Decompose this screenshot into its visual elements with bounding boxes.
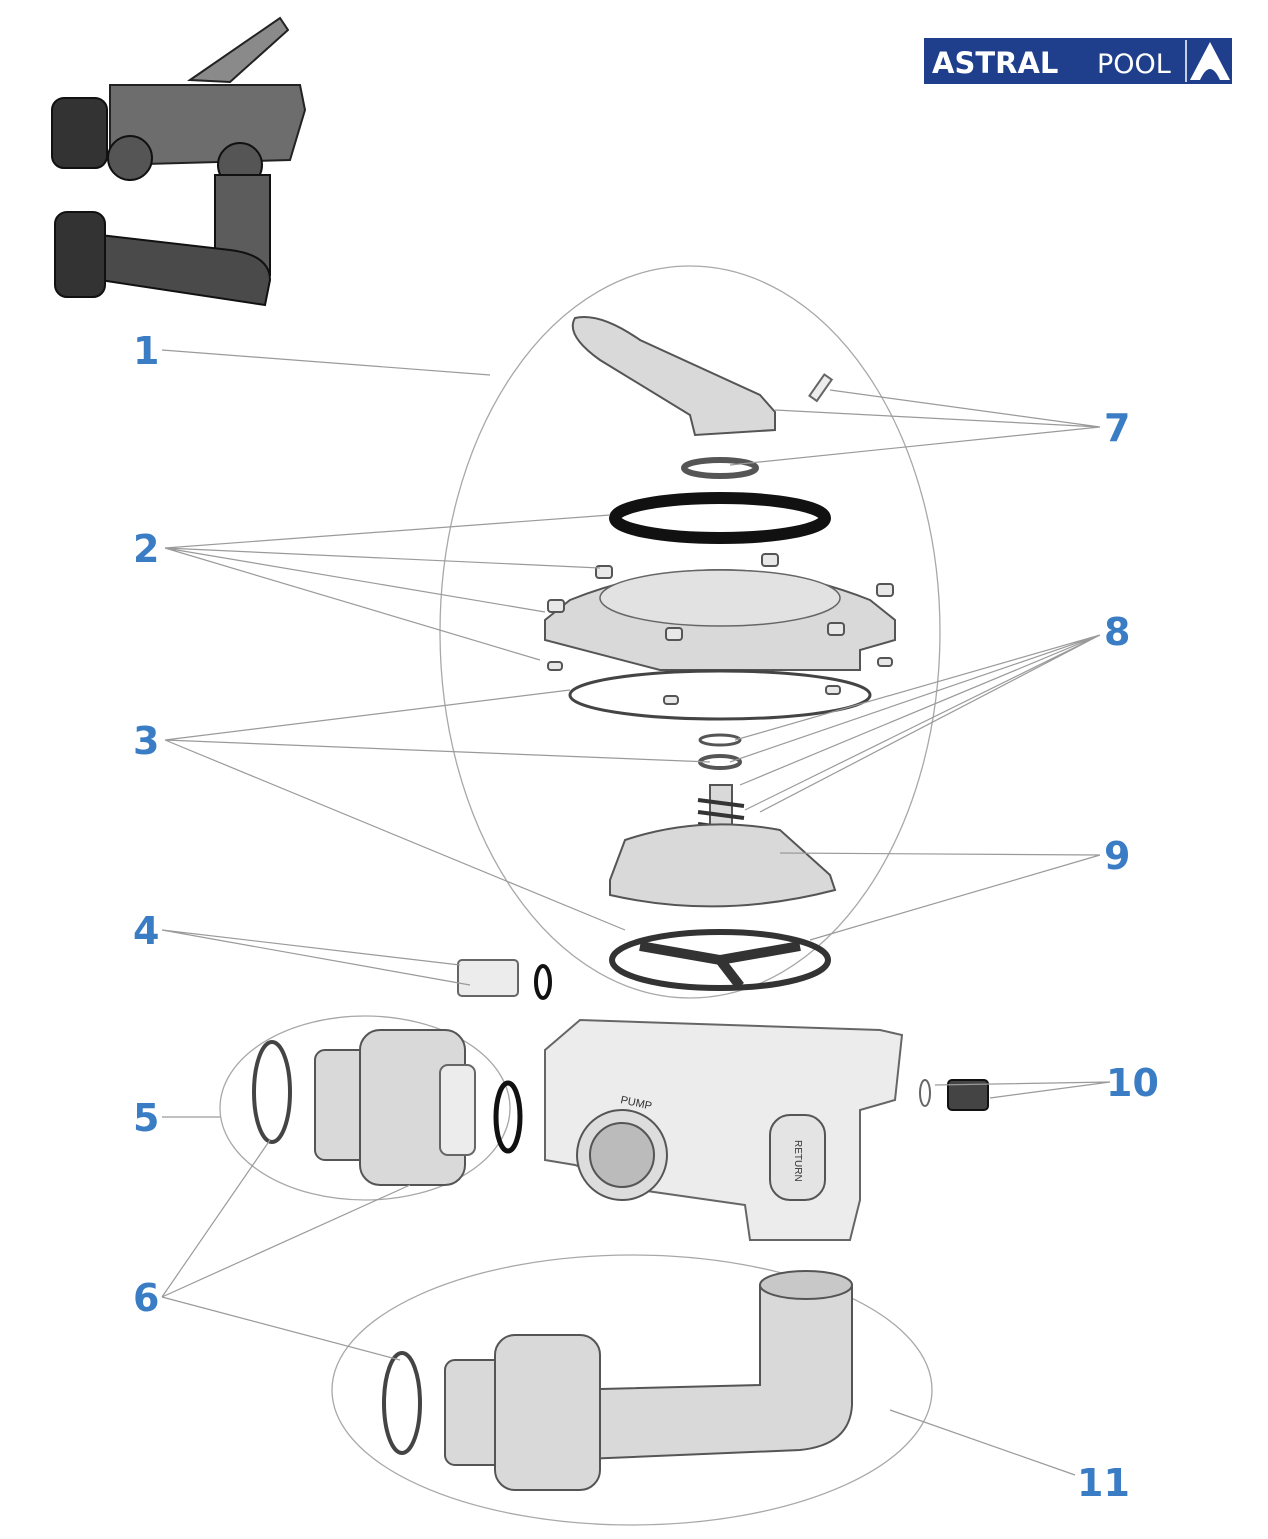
- drain-adapter: [457, 959, 519, 997]
- shaft-o-ring-1: [698, 733, 742, 747]
- handle-pin: [808, 373, 834, 403]
- drain-plug-o-ring: [919, 1079, 931, 1107]
- assembled-valve-thumbnail: [51, 16, 307, 307]
- callout-6: 6: [133, 1276, 159, 1320]
- callout-8: 8: [1104, 610, 1130, 654]
- union-o-ring: [252, 1040, 292, 1144]
- callout-4: 4: [133, 909, 159, 953]
- drain-plug: [947, 1079, 989, 1111]
- callout-7: 7: [1104, 406, 1130, 450]
- rotor: [609, 823, 837, 908]
- callout-1: 1: [133, 329, 159, 373]
- cover-gasket: [609, 492, 831, 544]
- cover-o-ring: [568, 669, 872, 721]
- svg-text:ASTRAL: ASTRAL: [932, 46, 1058, 80]
- callout-10: 10: [1106, 1061, 1159, 1105]
- callout-11: 11: [1077, 1461, 1130, 1505]
- valve-body: PUMP RETURN: [544, 1018, 904, 1241]
- top-assembly-group-outline: [439, 265, 941, 999]
- astralpool-logo: ASTRAL POOL: [924, 38, 1232, 84]
- callout-3: 3: [133, 719, 159, 763]
- handle: [571, 316, 776, 437]
- elbow-o-ring: [382, 1351, 422, 1455]
- svg-text:RETURN: RETURN: [792, 1140, 803, 1182]
- union-o-ring-black: [493, 1080, 523, 1154]
- callout-5: 5: [133, 1096, 159, 1140]
- handle-washer: [681, 457, 759, 479]
- callout-2: 2: [133, 527, 159, 571]
- leader-lines: [161, 349, 1111, 1476]
- union-group-outline: [219, 1015, 511, 1201]
- union-fitting: [314, 1029, 476, 1186]
- valve-cover: [544, 569, 896, 671]
- elbow-group-outline: [331, 1254, 933, 1526]
- star-gasket: [609, 929, 831, 991]
- adapter-o-ring: [534, 964, 552, 1000]
- svg-text:POOL: POOL: [1097, 49, 1171, 80]
- cover-screws: [547, 553, 894, 705]
- elbow-pipe: [444, 1270, 853, 1491]
- callout-9: 9: [1104, 834, 1130, 878]
